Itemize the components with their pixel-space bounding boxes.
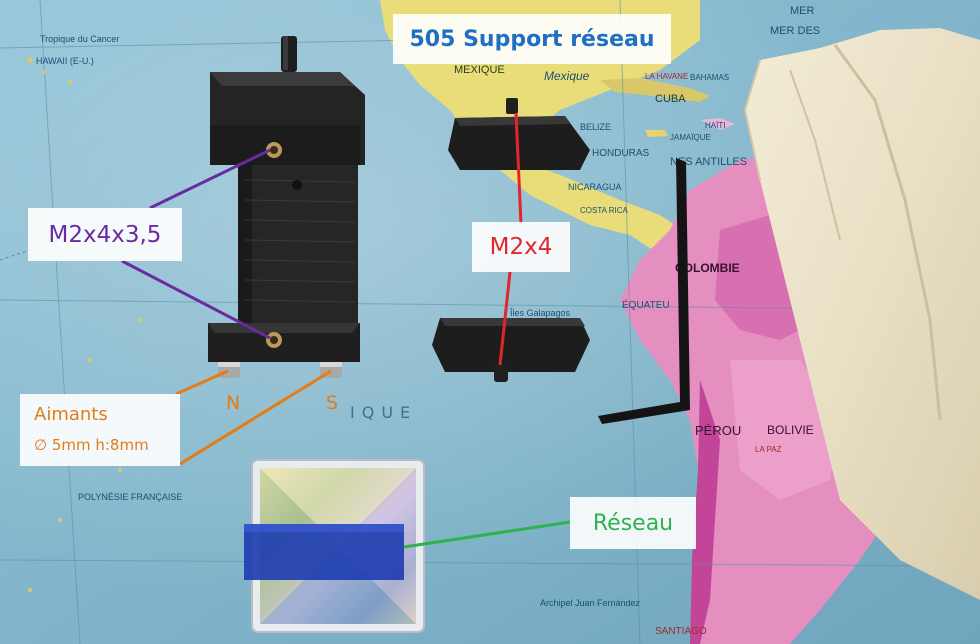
map-label-perou: PÉROU (695, 423, 741, 438)
map-label-nicaragua: NICARAGUA (568, 182, 622, 192)
map-label-mer-des: MER DES (770, 25, 820, 37)
map-label-jamaique: JAMAÏQUE (670, 133, 711, 142)
map-label-antilles: NES ANTILLES (670, 156, 747, 168)
map-label-equateur: ÉQUATEU (622, 298, 670, 311)
clamp-top (448, 98, 590, 170)
support-holder (208, 36, 365, 378)
magnets-title: Aimants (34, 404, 108, 425)
map-label-haiti: HAÏTI (705, 121, 725, 130)
map-label-la-paz: LA PAZ (755, 445, 782, 454)
map-label-mexique: MEXIQUE (454, 64, 505, 76)
map-label-costa-rica: COSTA RICA (580, 206, 629, 215)
map-label-mexique-sea: Mexique (544, 69, 590, 83)
map-label-belize: BELIZE (580, 122, 611, 132)
annotation-lines (121, 112, 571, 549)
pole-n-label: N (226, 392, 241, 414)
grating-case (244, 459, 425, 633)
map-label-colombie: COLOMBIE (675, 261, 740, 275)
pole-s-label: S (326, 392, 339, 414)
title-label: 505 Support réseau (393, 14, 671, 64)
glove (743, 28, 980, 600)
map-label-havane: LA HAVANE (645, 72, 688, 81)
allen-key (598, 158, 690, 424)
screw-clamp-label: M2x4 (472, 222, 570, 272)
svg-text:IQUE: IQUE (350, 403, 417, 422)
map-label-tropique: Tropique du Cancer (40, 34, 119, 44)
map-label-honduras: HONDURAS (592, 148, 650, 159)
map-label-bahamas: BAHAMAS (690, 73, 729, 82)
map-label-archipel: Archipel Juan Fernández (540, 598, 641, 608)
map-label-cuba: CUBA (655, 93, 686, 105)
map-label-mer: MER (790, 5, 815, 17)
map-label-polynesie: POLYNÉSIE FRANÇAISE (78, 492, 182, 502)
grating-label: Réseau (570, 497, 696, 549)
cuba (600, 78, 710, 102)
magnets-label: Aimants ∅ 5mm h:8mm (20, 394, 180, 466)
map-label-hawaii: HAWAII (E-U.) (36, 56, 94, 66)
map-label-galapagos: Îles Galapagos (509, 308, 571, 318)
screw-holder-label: M2x4x3,5 (28, 208, 182, 261)
map-label-bolivie: BOLIVIE (767, 423, 814, 437)
clamp-bottom (432, 318, 590, 382)
magnets-size: ∅ 5mm h:8mm (34, 436, 149, 454)
map-label-santiago: SANTIAGO (655, 626, 707, 637)
